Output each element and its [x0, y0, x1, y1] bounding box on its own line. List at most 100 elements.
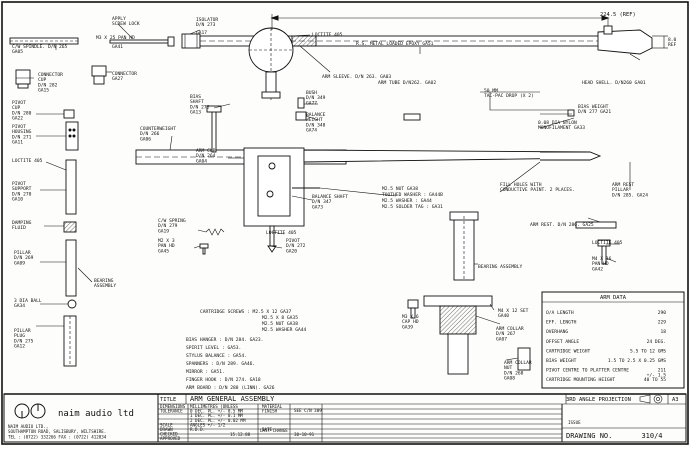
label-loctite-a: LOCTITE 405 — [312, 32, 343, 38]
title-left-row-1: TOLERANCE — [160, 409, 183, 414]
title-left-row-5: DRAWN — [160, 427, 173, 432]
tonearm-main — [9, 14, 668, 100]
label-screw-m3x25: M3 X 25 PAN HD — [96, 35, 135, 41]
label-misc-2: STYLUS BALANCE : GA54. — [186, 353, 247, 359]
title-label: TITLE — [160, 397, 176, 403]
arm-data-value-3: 24 DEG. — [647, 339, 666, 345]
arm-data-label-7: CARTRIDGE MOUNTING HEIGHT — [546, 377, 615, 383]
label-misc-1: SPIRIT LEVEL : GA53. — [186, 345, 241, 351]
label-bearing-assembly-r: BEARING ASSEMBLY — [478, 264, 522, 270]
company-address-0: NAIM AUDIO LTD., — [8, 424, 48, 429]
label-misc-4: MIRROR : GA51. — [186, 369, 225, 375]
title-mid-row-2: 1 DEC. PL. +/- 0.1 MM — [190, 413, 243, 418]
issue-label: ISSUE — [568, 420, 581, 425]
company-name: naim audio ltd — [58, 409, 134, 419]
arm-data-label-1: EFF. LENGTH — [546, 320, 577, 326]
arm-data-title: ARM DATA — [600, 295, 627, 301]
title-right-row-5: DATE — [262, 427, 273, 432]
label-arm-tube: ARM TUBE D/N262. GA02 — [378, 80, 436, 86]
label-arm-rest: ARM REST. D/N 286. GA25 — [530, 222, 594, 228]
company-address-2: TEL : (0722) 332266 FAX : (0722) 412034 — [8, 434, 107, 439]
title-left-row-6: CHECKED — [160, 432, 178, 437]
label-m25-solder-tag: M2.5 SOLDER TAG : GA31 — [382, 204, 443, 210]
label-misc-5: FINGER HOOK : D/N 274. GA18 — [186, 377, 261, 383]
label-m25-washer: M2.5 WASHER : GA44 — [382, 198, 432, 204]
centre-assembly — [135, 91, 631, 255]
drawing-title: ARM GENERAL ASSEMBLY — [190, 395, 275, 403]
drawing-no-label: DRAWING NO. — [566, 432, 612, 440]
label-cartridge-screw-2: M2.5 NUT GA38 — [262, 321, 298, 327]
last-change-date: 30-10-91 — [294, 432, 315, 437]
label-cartridge-screw-3: M2.5 WASHER GA44 — [262, 327, 306, 333]
drawing-no: 310/4 — [641, 432, 662, 440]
title-mid-row-1: 0 DEC. PL. +/- 0.5 MM — [190, 409, 243, 414]
right-assembly — [407, 211, 620, 375]
arm-data-label-5: BIAS WEIGHT — [546, 358, 577, 364]
arm-data-value-6: 211+/- 1.5 — [647, 368, 667, 379]
label-cartridge-screw-0: CARTRIDGE SCREWS : M2.5 X 12 GA37 — [200, 309, 292, 315]
arm-data-label-0: O/A LENGTH — [546, 310, 574, 316]
label-toothed-washer: TOOTHED WASHER : GA44B — [382, 192, 443, 198]
last-change-label: LAST CHANGE — [260, 428, 288, 433]
projection-symbol — [639, 394, 663, 404]
label-arm-sleeve: ARM SLEEVE. D/N 263. GA03 — [322, 74, 391, 80]
label-m25-nut: M2.5 NUT GA38 — [382, 186, 418, 192]
arm-data-label-4: CARTRIDGE WEIGHT — [546, 348, 590, 354]
label-loctite-b: LOCTITE 405 — [12, 158, 43, 164]
title-mid-row-0: MILLIMETRES (UNLESS — [190, 404, 238, 409]
label-dim-224: 224.5 (REF) — [600, 12, 636, 18]
drawn-date: 15.12.88 — [230, 432, 251, 437]
label-screw-m3x25-code: GA41 — [112, 44, 123, 50]
label-rs-epoxy: R.S. METAL LOADED EPOXY GA51 — [356, 41, 434, 47]
label-head-shell: HEAD SHELL. D/N260 GA01 — [582, 80, 646, 86]
arm-data-label-3: OFFSET ANGLE — [546, 339, 579, 345]
title-right-row-1: FINISH — [262, 409, 278, 414]
arm-data-value-5: 1.5 TO 2.5 X 0.25 GMS — [608, 358, 666, 364]
title-block — [3, 393, 687, 443]
arm-data-value-0: 290 — [658, 310, 667, 316]
label-misc-6: ARM BOARD : D/N 288 (LINN). GA26 — [186, 385, 275, 391]
label-cartridge-screw-1: M2.5 X 8 GA35 — [262, 315, 298, 321]
arm-data-table — [541, 291, 685, 389]
naim-logo — [14, 403, 46, 419]
label-misc-0: BIAS HANGER : D/N 284. GA23. — [186, 337, 263, 343]
arm-data-value-4: 5.5 TO 12 GMS — [630, 348, 666, 354]
title-mid-row-4: ANGLES +/- 1/2 — [190, 422, 226, 427]
company-address-1: SOUTHAMPTON ROAD, SALISBURY, WILTSHIRE. — [8, 429, 106, 434]
title-left-row-7: APPROVED — [160, 436, 181, 441]
arm-data-label-6: PIVOT CENTRE TO PLATTER CENTRE — [546, 368, 629, 374]
arm-data-value-7: 40 TO 55 — [644, 377, 666, 383]
label-cw-spindle: C/W SPINDLE. D/N 265 — [12, 44, 68, 50]
sheet-size: A3 — [672, 397, 679, 403]
title-mid-row-3: 2 DEC. PL. +/- 0.02 MM — [190, 418, 246, 423]
title-grid — [158, 404, 562, 442]
label-loctite-d: LOCTITE 405 — [592, 240, 623, 246]
